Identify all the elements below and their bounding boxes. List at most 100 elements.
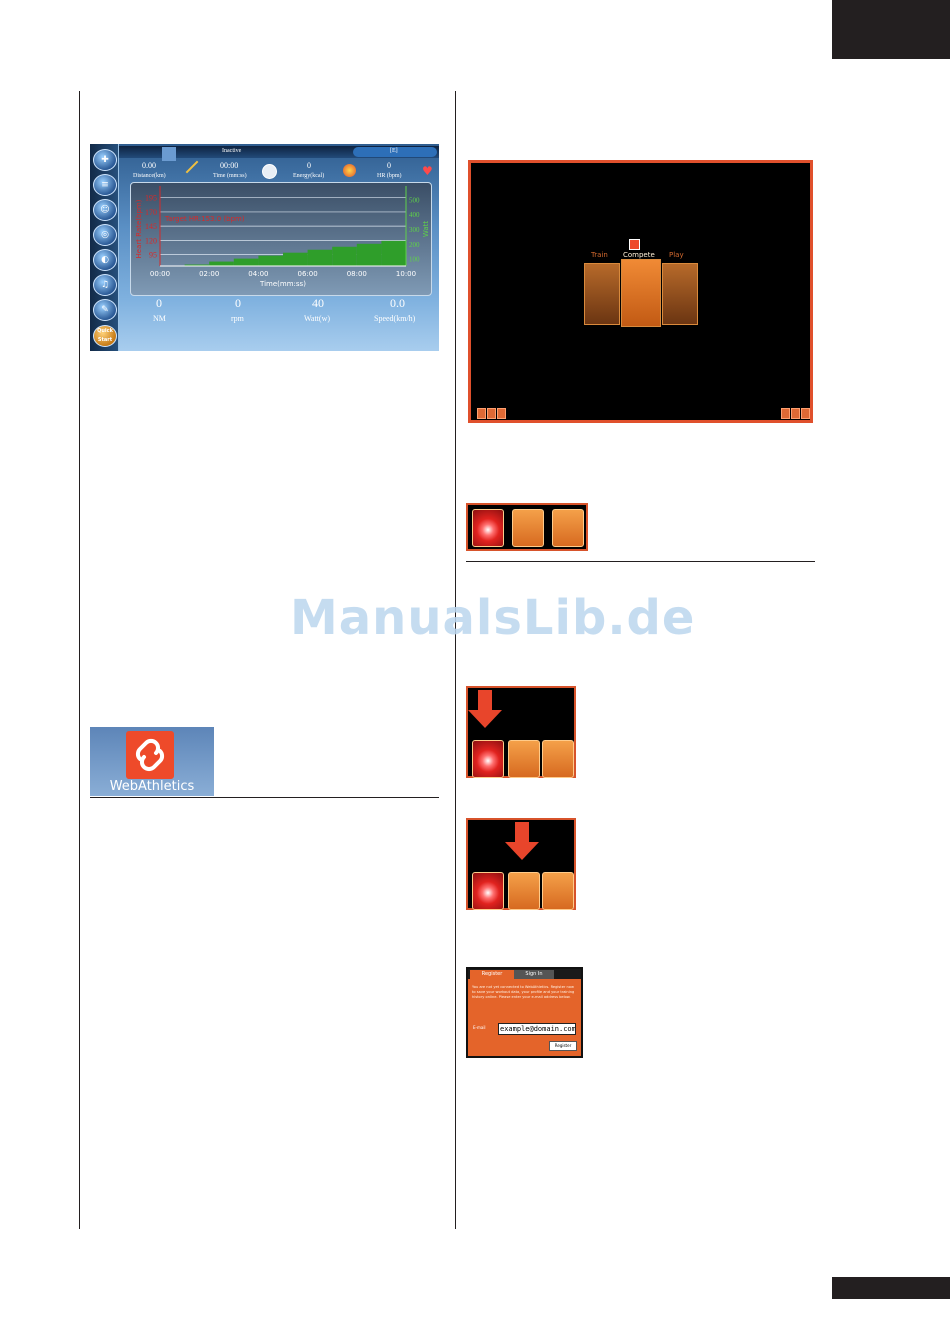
divider-left	[90, 797, 439, 798]
speed-value: 0.0	[390, 296, 405, 310]
column-rule-right	[455, 91, 456, 1229]
globe-icon[interactable]: ◎	[93, 224, 117, 246]
watt-label: Watt(w)	[304, 314, 331, 323]
y2-tick-label: 500	[409, 196, 420, 204]
mode-label-compete: Compete	[623, 251, 655, 259]
rpm-label: rpm	[231, 314, 244, 323]
time-label: Time (mm:ss)	[213, 173, 247, 179]
page-corner-tab	[832, 0, 950, 59]
y2-axis-title: Watt	[422, 221, 430, 238]
x-tick-label: 10:00	[396, 270, 416, 278]
profile-head-icon[interactable]	[508, 872, 540, 910]
y-tick-label: 170	[145, 208, 157, 217]
power-mini-icon[interactable]	[477, 408, 486, 419]
x-tick-label: 08:00	[347, 270, 367, 278]
divider-right	[466, 561, 815, 562]
y-tick-label: 95	[149, 251, 157, 260]
users-icon[interactable]	[542, 872, 574, 910]
music-icon[interactable]: ♫	[93, 274, 117, 296]
mode-label-train: Train	[591, 251, 608, 259]
target-hr-annotation: Target HR:153.0 (bpm)	[164, 215, 245, 223]
watermark: ManualsLib.de	[290, 590, 696, 646]
users-icon[interactable]	[542, 740, 574, 778]
users-icon[interactable]	[552, 509, 584, 547]
register-dialog-screenshot: Register Sign In You are not yet connect…	[466, 967, 583, 1058]
user-icon[interactable]: ☺	[93, 199, 117, 221]
rpm-value: 0	[235, 296, 241, 310]
watt-value: 40	[312, 296, 324, 310]
x-axis-title: Time(mm:ss)	[259, 280, 306, 288]
energy-label: Energy(kcal)	[293, 173, 325, 179]
status-text: Inactive	[222, 148, 242, 154]
y2-tick-label: 400	[409, 211, 420, 219]
tab-register[interactable]: Register	[470, 970, 514, 979]
hr-label: HR (bpm)	[377, 173, 402, 179]
arrow-down-icon	[468, 710, 502, 728]
fullscreen-mini-icon[interactable]	[781, 408, 790, 419]
arrow-down-icon	[505, 842, 539, 860]
heart-icon: ♥	[422, 164, 433, 178]
home-icon[interactable]	[162, 147, 176, 161]
play-mode-card[interactable]	[662, 263, 698, 325]
mode-selection-screenshot: Train Compete Play	[468, 160, 813, 423]
clock-icon	[262, 164, 277, 179]
watt-bar	[332, 246, 357, 266]
watt-bar	[307, 249, 333, 266]
y-tick-label: 195	[145, 194, 157, 203]
webathletics-mini-icon	[629, 239, 640, 250]
webathletics-label: WebAthletics	[109, 779, 195, 794]
flame-icon	[343, 164, 356, 177]
torque-value: 0	[156, 296, 162, 310]
settings-wrench-icon[interactable]: ✎	[93, 299, 117, 321]
console-sidebar: ✚ ≡ ☺ ◎ ◐ ♫ ✎ Quick Start	[90, 144, 119, 351]
watt-bar	[381, 240, 406, 266]
watt-bar	[184, 264, 210, 266]
y-tick-label: 120	[145, 236, 157, 245]
compete-mode-card[interactable]	[621, 259, 661, 327]
volume-mini-icon[interactable]	[801, 408, 810, 419]
watt-bar	[283, 252, 308, 266]
profile-pill[interactable]	[353, 147, 437, 157]
toolbar-strip	[466, 503, 588, 551]
toolbar-arrow-power	[466, 686, 576, 778]
toolbar-arrow-profile	[466, 818, 576, 910]
power-button-icon[interactable]	[472, 509, 504, 547]
profile-head-icon[interactable]	[512, 509, 544, 547]
x-tick-label: 04:00	[248, 270, 268, 278]
profile-head-icon[interactable]	[508, 740, 540, 778]
x-tick-label: 02:00	[199, 270, 219, 278]
distance-value: 0.00	[142, 161, 156, 170]
email-field[interactable]: example@domain.com	[498, 1023, 576, 1035]
register-info-text: You are not yet connected to WebAthletic…	[472, 985, 575, 999]
column-rule-left	[79, 91, 80, 1229]
display-mini-icon[interactable]	[791, 408, 800, 419]
watt-bar	[233, 258, 259, 266]
x-tick-label: 06:00	[298, 270, 318, 278]
power-button-icon[interactable]	[472, 872, 504, 910]
program-list-icon[interactable]: ≡	[93, 174, 117, 196]
y-axis-title: Heart Rate(bpm)	[135, 199, 143, 258]
quick-start-button[interactable]: Quick Start	[93, 325, 117, 347]
y2-tick-label: 200	[409, 241, 420, 249]
y2-tick-label: 300	[409, 226, 420, 234]
train-mode-card[interactable]	[584, 263, 620, 325]
tab-sign-in[interactable]: Sign In	[514, 970, 554, 979]
media-icon[interactable]: ◐	[93, 249, 117, 271]
language-flag-icon[interactable]: ✚	[93, 149, 117, 171]
webathletics-app-icon[interactable]: WebAthletics	[90, 727, 214, 796]
energy-value: 0	[307, 161, 311, 170]
torque-label: NM	[153, 314, 166, 323]
training-console-screenshot: ✚ ≡ ☺ ◎ ◐ ♫ ✎ Quick Start Inactive [E] 0…	[90, 144, 439, 351]
hr-value: 0	[387, 161, 391, 170]
profile-mini-icon[interactable]	[487, 408, 496, 419]
power-button-icon[interactable]	[472, 740, 504, 778]
arrow-stem	[478, 690, 492, 712]
register-button[interactable]: Register	[549, 1041, 577, 1051]
arrow-stem	[515, 822, 529, 844]
watt-bar	[209, 261, 234, 266]
time-value: 00:00	[220, 161, 239, 170]
email-label: E-mail	[473, 1025, 486, 1030]
users-mini-icon[interactable]	[497, 408, 506, 419]
profile-label: [E]	[390, 148, 398, 154]
